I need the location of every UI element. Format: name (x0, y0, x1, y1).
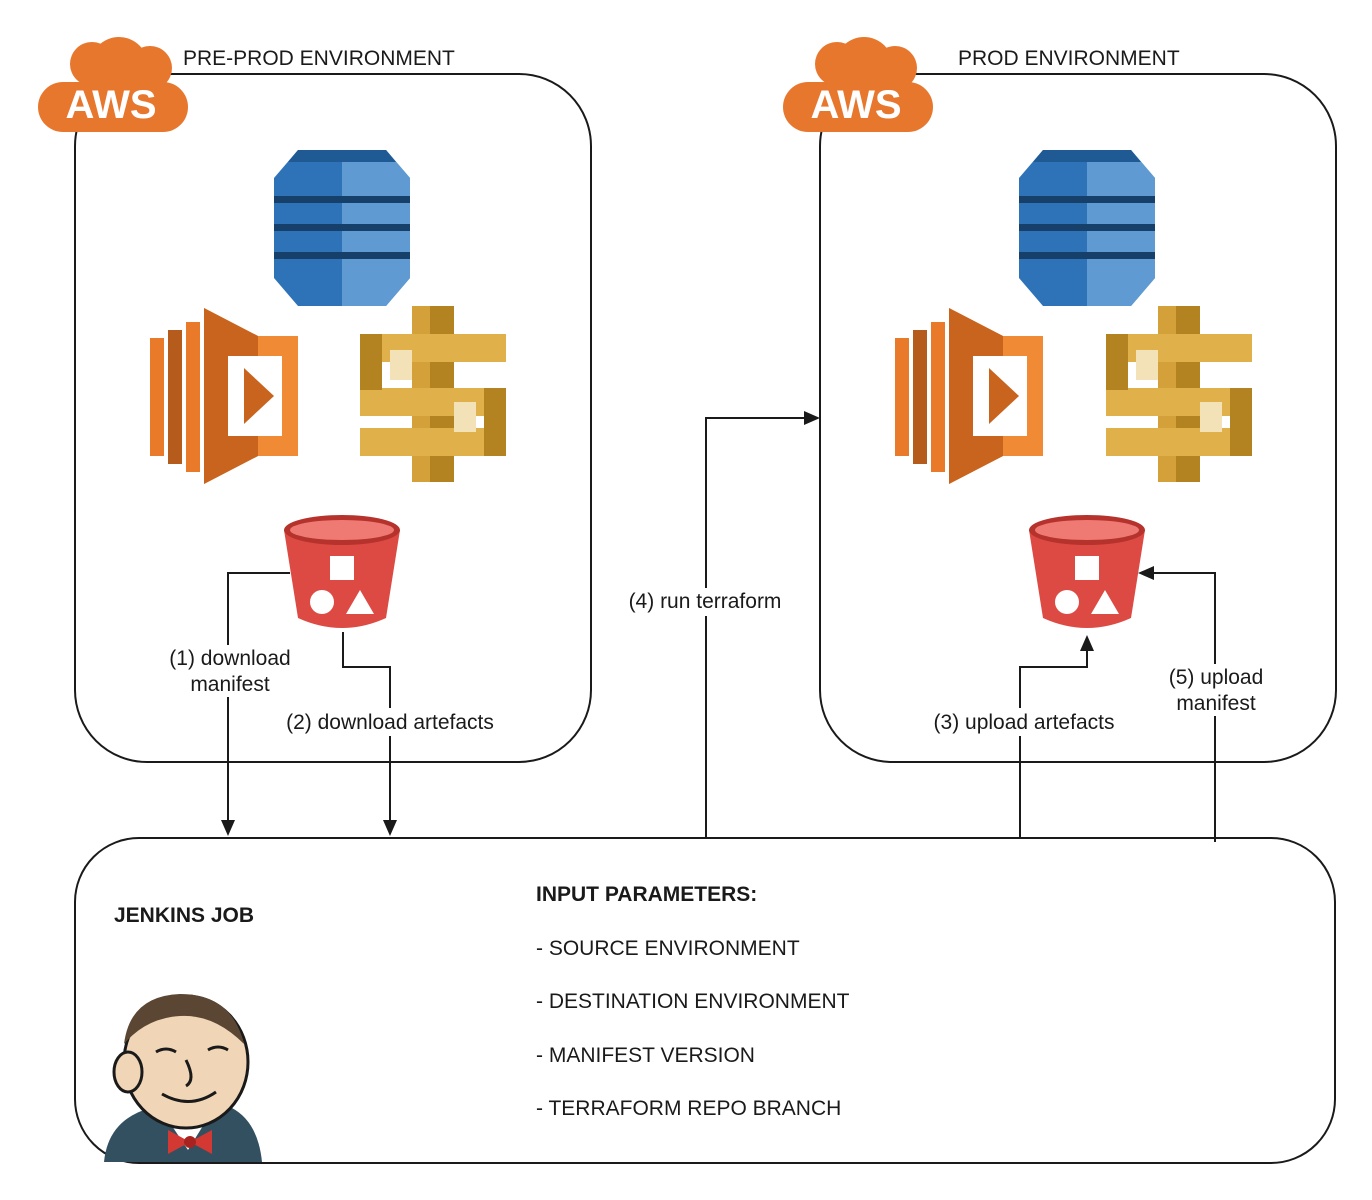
dynamodb-icon (1019, 150, 1155, 306)
lambda-icon (150, 308, 298, 484)
edge-run-terraform: (4) run terraform (618, 411, 820, 838)
edge-label: (3) upload artefacts (934, 711, 1115, 734)
api-gateway-icon (1106, 306, 1252, 482)
jenkins-job-title: JENKINS JOB (114, 904, 254, 927)
prod-environment: PROD ENVIRONMENT AWS (783, 37, 1337, 763)
edge-label: manifest (190, 673, 270, 696)
arrowhead-icon (383, 820, 397, 836)
arrowhead-icon (1138, 566, 1154, 580)
jenkins-job: JENKINS JOB INPUT PARAMETERS: - SOURCE E… (74, 837, 1336, 1164)
jenkins-butler-icon (104, 994, 262, 1162)
dynamodb-icon (274, 150, 410, 306)
arrowhead-icon (1080, 635, 1094, 651)
edge-label: (5) upload (1169, 666, 1264, 689)
param-item: - DESTINATION ENVIRONMENT (536, 990, 850, 1013)
aws-cloud-label: AWS (65, 83, 156, 127)
edge-upload-artefacts: (3) upload artefacts (922, 635, 1128, 838)
params-heading: INPUT PARAMETERS: (536, 883, 757, 906)
aws-cloud-icon: AWS (783, 37, 933, 132)
edge-upload-manifest: (5) upload manifest (1138, 566, 1274, 842)
prod-environment-title: PROD ENVIRONMENT (958, 47, 1180, 70)
arrowhead-icon (804, 411, 820, 425)
preprod-environment-title: PRE-PROD ENVIRONMENT (183, 47, 455, 70)
edge-label: (1) download (169, 647, 290, 670)
s3-bucket-icon (284, 515, 400, 628)
preprod-environment-box (74, 73, 592, 763)
edge-label: manifest (1176, 692, 1256, 715)
edge-label: (4) run terraform (629, 590, 782, 613)
s3-bucket-icon (1029, 515, 1145, 628)
edge-label: (2) download artefacts (286, 711, 494, 734)
preprod-environment: PRE-PROD ENVIRONMENT AWS (38, 37, 592, 763)
arrowhead-icon (221, 820, 235, 836)
param-item: - SOURCE ENVIRONMENT (536, 937, 800, 960)
api-gateway-icon (360, 306, 506, 482)
jenkins-job-box (74, 837, 1336, 1164)
edge-download-manifest: (1) download manifest (158, 572, 302, 836)
lambda-icon (895, 308, 1043, 484)
edge-download-artefacts: (2) download artefacts (273, 632, 507, 836)
param-item: - MANIFEST VERSION (536, 1044, 755, 1067)
param-item: - TERRAFORM REPO BRANCH (536, 1097, 841, 1120)
aws-cloud-icon: AWS (38, 37, 188, 132)
aws-cloud-label: AWS (810, 83, 901, 127)
